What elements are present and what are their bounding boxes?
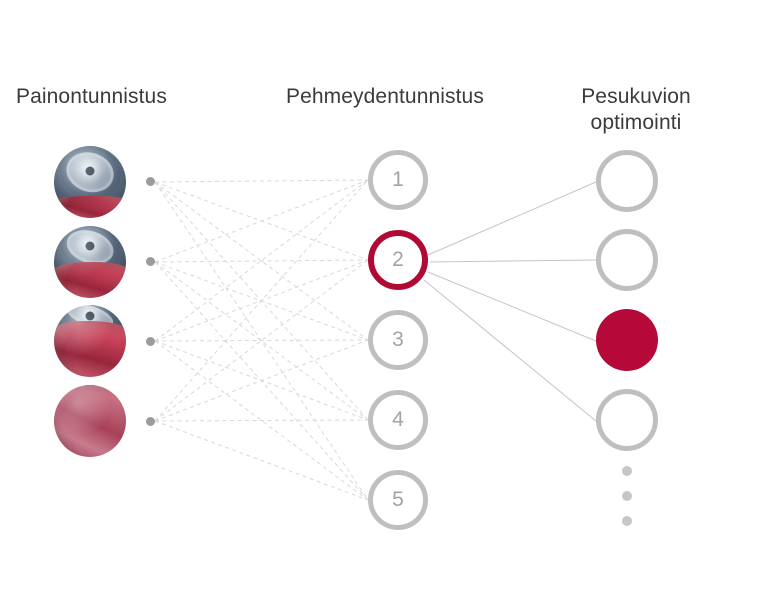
hidden-node-4[interactable]: 4	[368, 390, 428, 450]
laundry-fabric-icon	[54, 262, 126, 298]
hidden-node-5[interactable]: 5	[368, 470, 428, 530]
laundry-fabric-icon	[54, 320, 126, 377]
hidden-node-3[interactable]: 3	[368, 310, 428, 370]
ellipsis-dot-1	[622, 466, 632, 476]
hidden-node-label: 2	[392, 248, 404, 271]
hidden-node-label: 1	[392, 168, 404, 191]
hidden-node-2[interactable]: 2	[368, 230, 428, 290]
hidden-node-label: 4	[392, 408, 404, 431]
input-node-dot-2	[146, 257, 155, 266]
input-thumbnail-1[interactable]	[54, 146, 126, 218]
washing-drum-icon	[54, 146, 126, 203]
column-title-output: Pesukuvion optimointi	[581, 85, 691, 134]
output-node-2[interactable]	[596, 229, 658, 291]
hidden-node-label: 3	[392, 328, 404, 351]
hidden-node-label: 5	[392, 488, 404, 511]
hidden-to-output-edges	[423, 181, 597, 422]
input-thumbnail-3[interactable]	[54, 305, 126, 377]
input-thumbnail-2[interactable]	[54, 226, 126, 298]
input-to-hidden-edges	[154, 179, 369, 501]
ellipsis-dot-3	[622, 516, 632, 526]
laundry-fabric-icon	[54, 196, 126, 218]
output-node-4[interactable]	[596, 389, 658, 451]
input-node-dot-3	[146, 337, 155, 346]
output-node-1[interactable]	[596, 150, 658, 212]
column-title-input: Painontunnistus	[16, 85, 167, 108]
hidden-node-1[interactable]: 1	[368, 150, 428, 210]
laundry-fabric-icon	[54, 385, 126, 457]
column-title-hidden: Pehmeydentunnistus	[286, 85, 484, 108]
ellipsis-dot-2	[622, 491, 632, 501]
output-node-3-selected[interactable]	[596, 309, 658, 371]
input-node-dot-1	[146, 177, 155, 186]
input-thumbnail-4[interactable]	[54, 385, 126, 457]
input-node-dot-4	[146, 417, 155, 426]
